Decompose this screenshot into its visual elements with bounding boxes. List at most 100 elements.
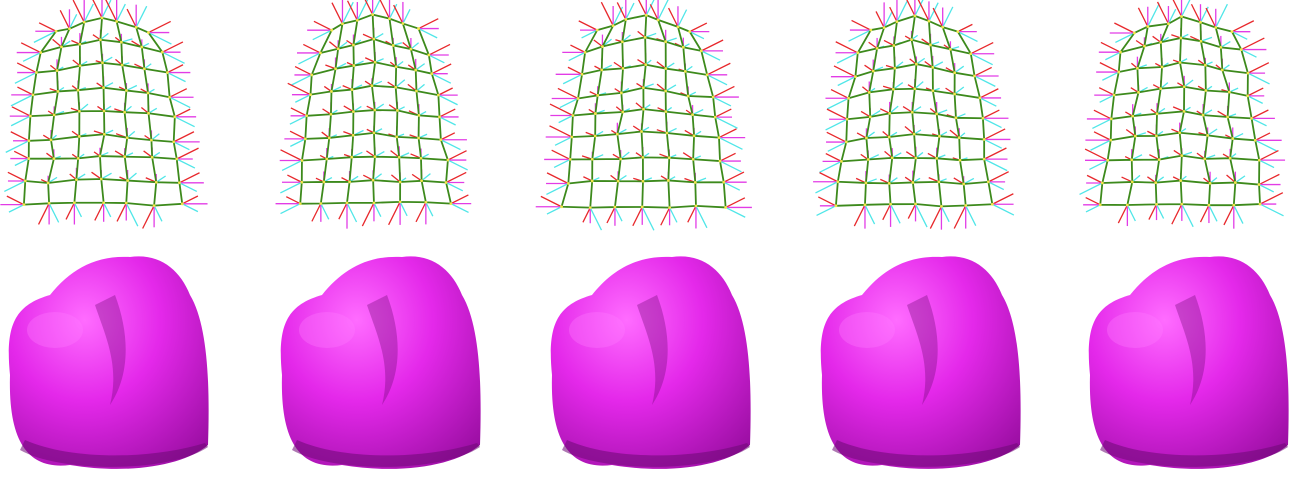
mesh-node: [667, 179, 670, 182]
mesh-node: [60, 45, 63, 48]
mesh-node: [143, 67, 146, 70]
mesh-wireframe: [0, 0, 207, 228]
normal-spike: [1099, 88, 1114, 95]
normal-spike: [916, 58, 924, 64]
mesh-node: [1131, 115, 1134, 118]
normal-spike: [594, 40, 603, 47]
normal-spike: [615, 207, 622, 221]
mesh-node: [1161, 66, 1164, 69]
normal-spike: [126, 203, 138, 226]
mesh-node: [1180, 203, 1183, 206]
normal-spike: [590, 208, 601, 230]
normal-spike: [1105, 52, 1120, 60]
mesh-node: [614, 206, 617, 209]
normal-spike: [363, 34, 374, 39]
reconstructed-surface: [821, 256, 1021, 469]
mesh-node: [402, 22, 405, 25]
normal-spike: [661, 208, 670, 226]
mesh-node: [929, 44, 932, 47]
normal-spike: [568, 67, 582, 74]
normal-spike: [364, 0, 373, 15]
mesh-node: [301, 159, 304, 162]
normal-spike: [547, 173, 568, 184]
mesh-node: [1231, 137, 1234, 140]
surface-body: [551, 256, 751, 469]
normal-spike: [17, 63, 36, 73]
normal-spike: [1234, 205, 1243, 223]
mesh-node: [693, 134, 696, 137]
mesh-node: [50, 138, 53, 141]
normal-spike: [1100, 95, 1114, 102]
mesh-node: [591, 158, 594, 161]
normal-spike: [992, 194, 1013, 205]
mesh-node: [719, 160, 722, 163]
mesh-node: [983, 158, 986, 161]
mesh-node: [915, 63, 918, 66]
mesh-node: [931, 66, 934, 69]
normal-spike: [984, 139, 1002, 148]
mesh-node: [27, 157, 30, 160]
mesh-node: [103, 110, 106, 113]
mesh-node: [151, 156, 154, 159]
normal-spike: [1201, 37, 1212, 41]
normal-spike: [688, 206, 696, 222]
mesh-node: [350, 156, 353, 159]
normal-spike: [374, 203, 381, 217]
normal-spike: [635, 0, 646, 15]
mesh-node: [865, 182, 868, 185]
normal-spike: [448, 151, 467, 160]
mesh-node: [52, 157, 55, 160]
mesh-node: [622, 67, 625, 70]
mesh-node: [399, 200, 402, 203]
mesh-node: [591, 180, 594, 183]
normal-spike: [126, 85, 136, 90]
normal-spike: [412, 174, 421, 180]
normal-spike: [984, 129, 1005, 139]
normal-spike: [975, 67, 992, 76]
mesh-node: [644, 36, 647, 39]
mesh-node: [1258, 183, 1261, 186]
normal-spike: [282, 161, 302, 171]
mesh-node: [305, 114, 308, 117]
normal-spike: [280, 182, 301, 193]
normal-spike: [102, 0, 111, 18]
mesh-node: [1155, 134, 1158, 137]
mesh-node: [1202, 114, 1205, 117]
mesh-node: [79, 64, 82, 67]
mesh-node: [664, 110, 667, 113]
normal-spike: [1252, 110, 1269, 118]
mesh-node: [567, 182, 570, 185]
normal-spike: [638, 31, 646, 37]
mesh-node: [1259, 203, 1262, 206]
mesh-node: [1180, 15, 1183, 18]
mesh-node: [1203, 157, 1206, 160]
mesh-node: [644, 63, 647, 66]
normal-spike: [559, 116, 573, 123]
mesh-node: [865, 137, 868, 140]
mesh-wireframe: [813, 0, 1014, 230]
mesh-node: [334, 67, 337, 70]
normal-spike: [60, 10, 69, 28]
mesh-node: [1154, 181, 1157, 184]
normal-spike: [400, 202, 407, 216]
normal-spike: [836, 42, 858, 53]
normal-spike: [411, 43, 419, 49]
normal-spike: [182, 204, 198, 212]
normal-spike: [7, 196, 24, 205]
mesh-node: [692, 158, 695, 161]
mesh-node: [664, 40, 667, 43]
normal-spike: [325, 65, 335, 69]
mesh-node: [1109, 139, 1112, 142]
mesh-node: [102, 201, 105, 204]
mesh-node: [888, 136, 891, 139]
mesh-node: [57, 90, 60, 93]
mesh-node: [1159, 41, 1162, 44]
mesh-node: [99, 38, 102, 41]
normal-spike: [826, 154, 842, 162]
mesh-node: [346, 201, 349, 204]
normal-spike: [666, 63, 674, 69]
mesh-node: [938, 135, 941, 138]
mesh-node: [1101, 182, 1104, 185]
mesh-node: [872, 70, 875, 73]
normal-spike: [861, 111, 870, 116]
